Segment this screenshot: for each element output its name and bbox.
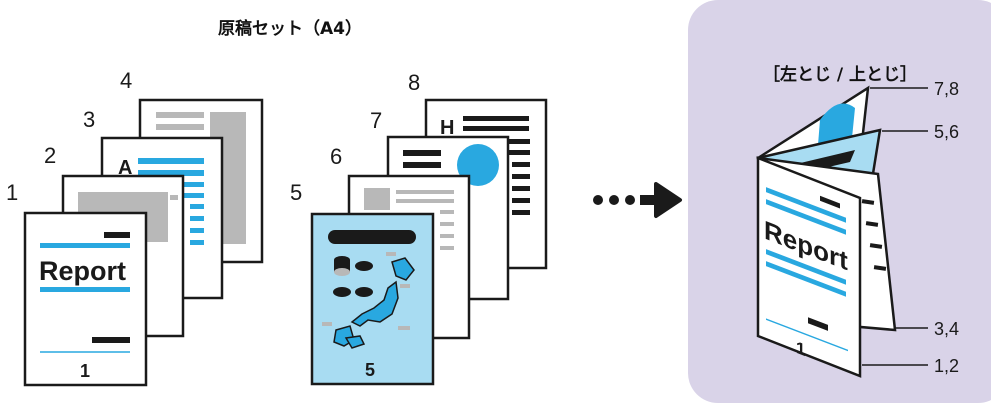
callout-3-4: 3,4 bbox=[895, 319, 959, 339]
folded-booklet: Report 1 bbox=[756, 85, 897, 378]
binding-title: ［左とじ / 上とじ］ bbox=[762, 65, 918, 85]
booklet-page-number: 1 bbox=[796, 337, 806, 360]
page-1-cover: Report 1 bbox=[23, 211, 148, 387]
cover-page-number: 1 bbox=[80, 361, 90, 381]
callout-7-8: 7,8 bbox=[870, 79, 959, 99]
svg-text:7,8: 7,8 bbox=[934, 79, 959, 99]
page-label-7: 7 bbox=[370, 108, 382, 133]
page-8-heading: H bbox=[440, 117, 454, 139]
svg-text:3,4: 3,4 bbox=[934, 319, 959, 339]
callout-5-6: 5,6 bbox=[882, 122, 959, 142]
page-5-map: 5 bbox=[310, 212, 435, 386]
page-label-2: 2 bbox=[44, 143, 56, 168]
page-label-3: 3 bbox=[83, 107, 95, 132]
right-arrow-icon bbox=[593, 182, 682, 218]
page-label-6: 6 bbox=[330, 144, 342, 169]
page-label-5: 5 bbox=[290, 180, 302, 205]
page-label-4: 4 bbox=[120, 68, 132, 93]
page-label-8: 8 bbox=[408, 70, 420, 95]
callout-1-2: 1,2 bbox=[862, 356, 959, 376]
svg-text:1,2: 1,2 bbox=[934, 356, 959, 376]
cover-report-text: Report bbox=[39, 256, 126, 286]
original-set-title: 原稿セット（A4） bbox=[218, 19, 362, 39]
svg-text:5,6: 5,6 bbox=[934, 122, 959, 142]
map-page-number: 5 bbox=[365, 360, 375, 380]
page-3-heading: A bbox=[118, 157, 132, 179]
page-label-1: 1 bbox=[6, 180, 18, 205]
